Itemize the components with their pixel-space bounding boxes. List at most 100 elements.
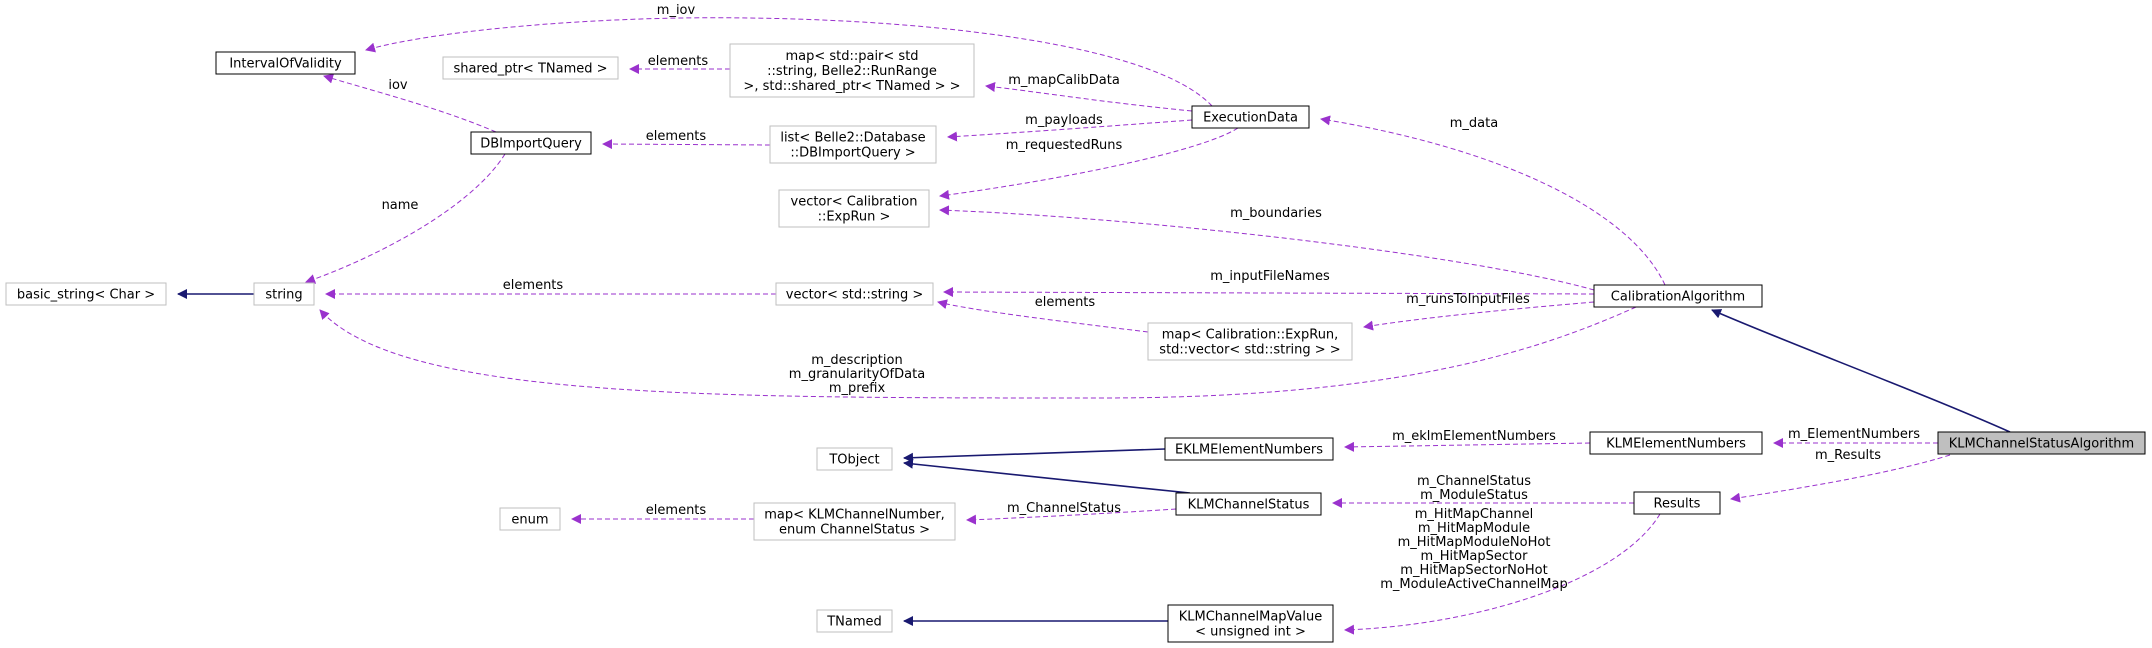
class-node-enum[interactable]: enum [499,507,561,531]
class-node-klmchannelstatusalgorithm[interactable]: KLMChannelStatusAlgorithm [1937,431,2146,455]
usage-arrow [985,82,1193,112]
class-node-basic-string[interactable]: basic_string< Char > [5,282,167,306]
node-label: vector< Calibration [791,195,918,210]
class-node-intervalofvalidity[interactable]: IntervalOfValidity [215,51,356,75]
nodes-layer: KLMChannelStatusAlgorithm CalibrationAlgo… [5,43,2146,643]
node-label: >, std::shared_ptr< TNamed > > [743,79,960,94]
class-node-tnamed[interactable]: TNamed [816,609,893,633]
edge-payloads: m_payloads [947,113,1193,142]
node-label: map< KLMChannelNumber, [764,508,945,523]
class-node-eklmelementnumbers[interactable]: EKLMElementNumbers [1164,437,1334,461]
node-box [499,507,561,531]
node-box [775,282,934,306]
class-node-klmchannelstatus[interactable]: KLMChannelStatus [1175,492,1322,516]
node-label: map< Calibration::ExpRun, [1162,328,1339,343]
edge-dbimport-iov: iov [323,73,497,133]
node-label: CalibrationAlgorithm [1611,290,1745,305]
edge-label: m_Results [1815,448,1881,463]
edge-label: m_eklmElementNumbers [1392,429,1556,444]
usage-arrow [939,127,1239,200]
edge-calib-inherit [1711,309,2011,433]
node-box [1593,284,1763,308]
class-node-klmelementnumbers[interactable]: KLMElementNumbers [1589,431,1763,455]
class-node-shared-ptr[interactable]: shared_ptr< TNamed > [442,56,619,80]
class-node-map-exprun[interactable]: map< Calibration::ExpRun,std::vector< st… [1147,322,1353,361]
edge-list-dbimport: elements [602,129,771,150]
edge-inputfilenames: m_inputFileNames [943,269,1595,298]
node-label: enum [511,513,548,528]
edge-boundaries: m_boundaries [939,205,1595,291]
edge-label: iov [388,78,408,93]
inheritance-arrow [903,448,1166,463]
edge-requestedruns: m_requestedRuns [939,127,1239,200]
edge-label: m_inputFileNames [1210,269,1330,284]
edge-eklm: m_eklmElementNumbers [1344,429,1591,452]
edge-label: m_ChannelStatus [1417,474,1531,489]
class-node-list-dbimport[interactable]: list< Belle2::Database::DBImportQuery > [769,125,937,164]
edge-map-shared: elements [629,54,730,74]
node-label: KLMElementNumbers [1606,437,1746,452]
usage-arrow [319,306,1637,399]
edge-runstoinput: m_runsToInputFiles [1363,292,1595,331]
node-box [1589,431,1763,455]
usage-arrow [966,508,1177,525]
node-label: IntervalOfValidity [229,57,342,72]
edge-status-map: m_ChannelStatus [966,501,1177,525]
edge-label: m_boundaries [1230,206,1322,221]
edge-label: name [382,198,419,213]
edge-label: m_requestedRuns [1006,138,1123,153]
edge-label: m_ModuleStatus [1420,488,1528,503]
node-label: std::vector< std::string > > [1159,343,1340,358]
edge-label: m_ChannelStatus [1007,501,1121,516]
node-box [1147,322,1353,361]
edge-label: m_HitMapSector [1421,549,1529,564]
class-node-map-klm[interactable]: map< KLMChannelNumber,enum ChannelStatus… [753,502,956,541]
edge-label: elements [503,278,564,293]
inheritance-arrow [903,458,1191,494]
edge-label: m_runsToInputFiles [1406,292,1530,307]
edge-data: m_data [1320,115,1666,286]
edge-label: m_data [1450,116,1498,131]
node-label: string [265,288,302,303]
usage-arrow [1730,454,1951,503]
class-node-tobject[interactable]: TObject [816,447,893,471]
edge-label: m_description [811,353,902,368]
node-label: ::DBImportQuery > [790,146,915,161]
class-node-dbimportquery[interactable]: DBImportQuery [470,131,592,155]
node-box [753,502,956,541]
edge-label: m_payloads [1025,113,1103,128]
node-label: ::ExpRun > [818,210,891,225]
edge-label: elements [646,503,707,518]
edge-label: m_iov [657,3,696,18]
edge-label: elements [646,129,707,144]
class-node-results[interactable]: Results [1633,491,1721,515]
edge-elementnumbers: m_ElementNumbers [1773,427,1938,448]
node-label: KLMChannelStatus [1188,498,1310,513]
edge-label: m_HitMapSectorNoHot [1400,563,1547,578]
usage-arrow [323,73,497,133]
edge-klmstatus-tobject [903,458,1191,494]
class-node-string[interactable]: string [253,282,315,306]
edge-mapcalib: m_mapCalibData [985,73,1193,112]
class-node-executiondata[interactable]: ExecutionData [1191,105,1310,129]
usage-arrow [939,205,1595,291]
node-label: Results [1654,497,1701,512]
class-node-vector-exprun[interactable]: vector< Calibration::ExpRun > [778,189,930,228]
node-box [1175,492,1322,516]
class-node-map-runrange[interactable]: map< std::pair< std::string, Belle2::Run… [729,43,975,98]
usage-arrow [1344,513,1661,635]
class-node-vector-string[interactable]: vector< std::string > [775,282,934,306]
node-label: ExecutionData [1203,111,1298,126]
edge-label: m_prefix [829,381,886,396]
class-node-klmchannelmapvalue[interactable]: KLMChannelMapValue< unsigned int > [1167,604,1334,643]
class-node-calibrationalgorithm[interactable]: CalibrationAlgorithm [1593,284,1763,308]
usage-arrow [1363,301,1595,331]
node-box [816,447,893,471]
node-box [1937,431,2146,455]
node-label: shared_ptr< TNamed > [453,62,607,77]
usage-arrow [1320,115,1666,286]
